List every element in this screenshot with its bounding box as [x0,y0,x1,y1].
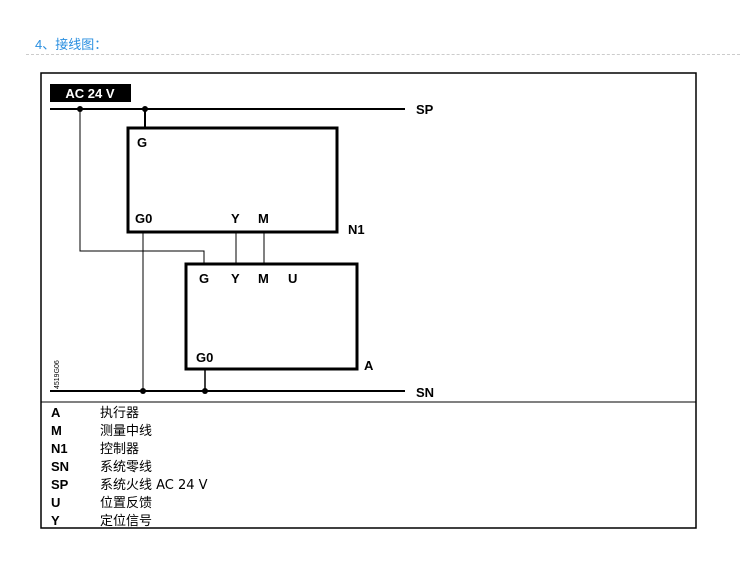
controller-terminal-g: G [137,135,147,150]
supply-label: AC 24 V [65,86,114,101]
legend-desc: 系统零线 [100,460,152,475]
legend-key: M [51,423,62,438]
controller-terminal-m: M [258,211,269,226]
diagram-frame [40,72,697,529]
junction-dot [142,106,148,112]
legend-key: U [51,495,60,510]
dashed-divider [26,54,740,55]
legend-desc: 系统火线 AC 24 V [100,478,208,493]
actuator-terminal-m: M [258,271,269,286]
supply-label-box [50,84,131,102]
actuator-terminal-g: G [199,271,209,286]
controller-terminal-g0: G0 [135,211,152,226]
junction-dot [140,388,146,394]
legend-desc: 测量中线 [100,424,152,439]
legend-key: SP [51,477,69,492]
actuator-terminal-u: U [288,271,297,286]
wire-sp-actuator-g [79,109,205,264]
sp-label: SP [416,102,434,117]
legend-desc: 位置反馈 [100,496,152,511]
legend-key: SN [51,459,69,474]
junction-dot [77,106,83,112]
legend-desc: 执行器 [100,406,139,421]
sn-label: SN [416,385,434,400]
actuator-terminal-g0: G0 [196,350,213,365]
junction-dot [202,388,208,394]
actuator-box [184,262,359,371]
actuator-terminal-y: Y [231,271,240,286]
controller-name: N1 [348,222,365,237]
legend: A 执行器 M 测量中线 N1 控制器 SN 系统零线 SP 系统火线 AC 2… [51,405,208,529]
legend-key: A [51,405,61,420]
legend-desc: 定位信号 [100,514,152,529]
legend-key: Y [51,513,60,528]
legend-desc: 控制器 [100,442,139,457]
section-heading: 4、接线图： [35,37,108,52]
drawing-code: 4519G06 [54,360,61,389]
actuator-name: A [364,358,374,373]
controller-terminal-y: Y [231,211,240,226]
legend-key: N1 [51,441,68,456]
controller-box [126,126,339,234]
